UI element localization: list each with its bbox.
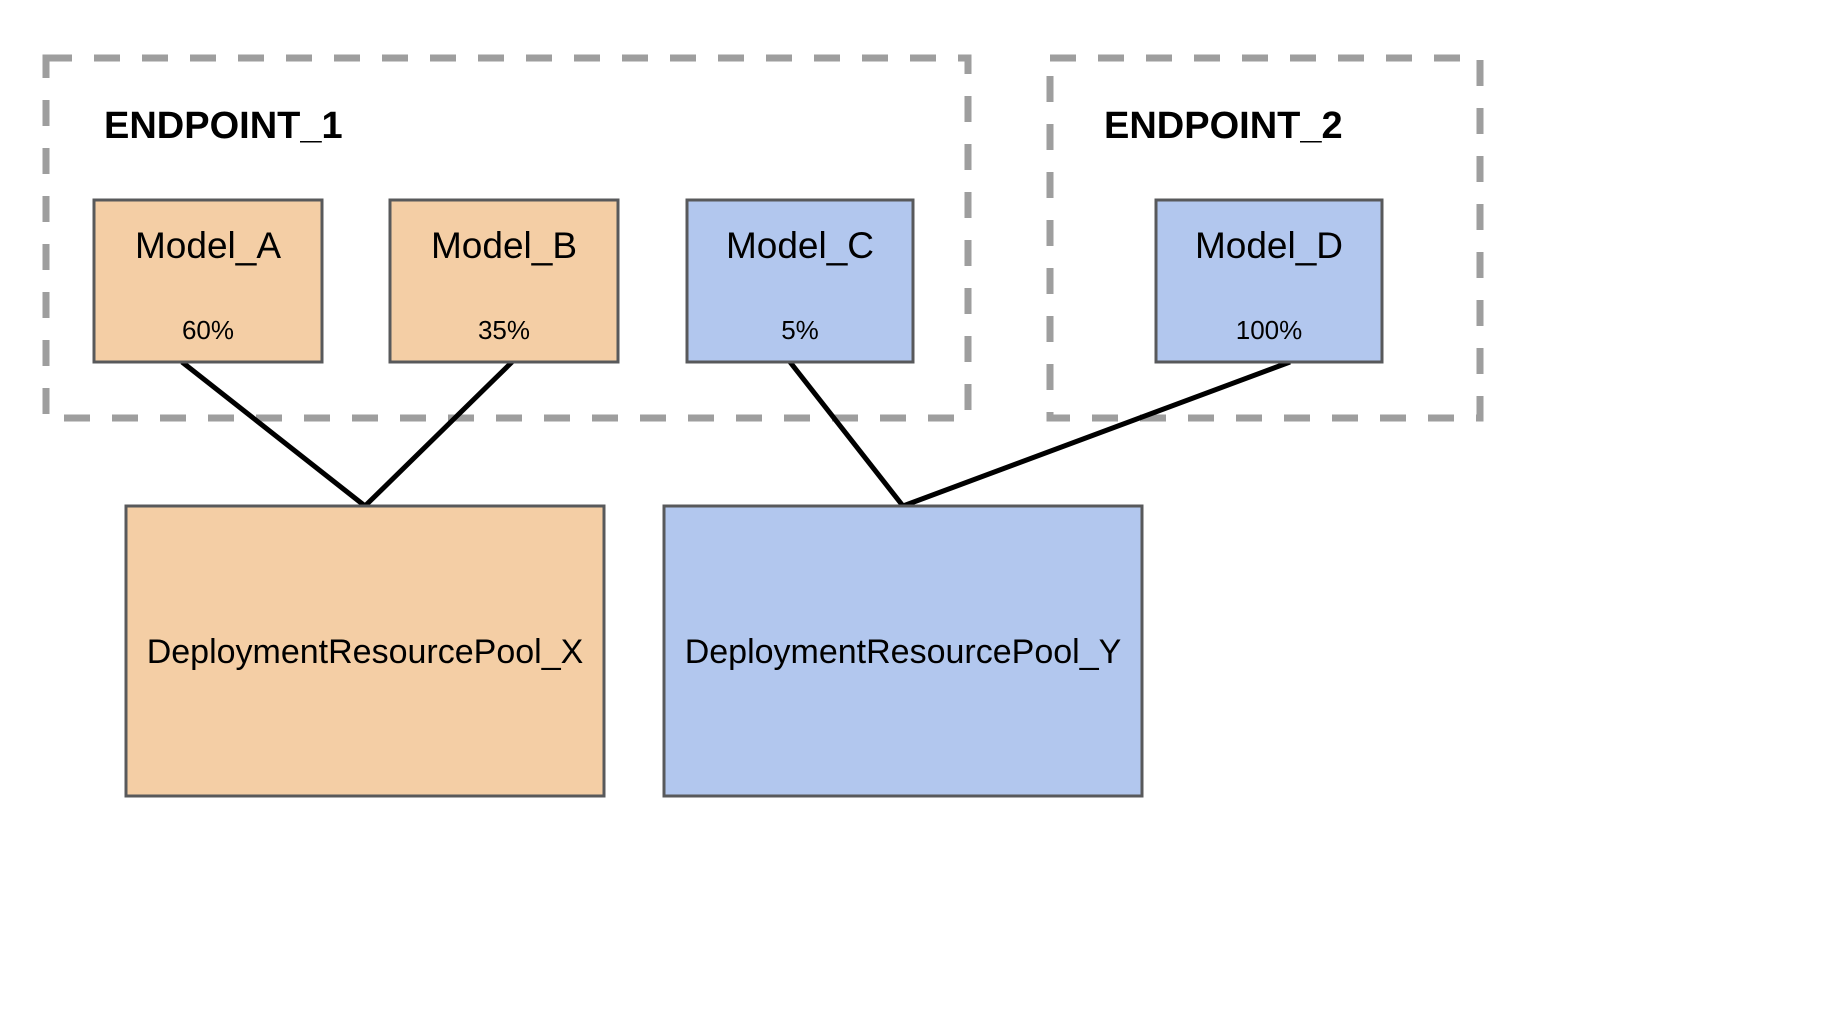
endpoint-2-label: ENDPOINT_2 bbox=[1104, 105, 1343, 147]
edge-model-a-to-pool-x bbox=[180, 360, 367, 508]
model-c-traffic-split: 5% bbox=[781, 315, 819, 345]
model-a-name: Model_A bbox=[135, 225, 281, 266]
endpoint-1-label: ENDPOINT_1 bbox=[104, 105, 343, 147]
model-node-a[interactable]: Model_A 60% bbox=[92, 198, 324, 364]
endpoint-2-frame[interactable] bbox=[1046, 54, 1484, 422]
model-node-c[interactable]: Model_C 5% bbox=[685, 198, 915, 364]
model-a-traffic-split: 60% bbox=[182, 315, 234, 345]
pool-x-label: DeploymentResourcePool_X bbox=[147, 633, 584, 671]
edge-layer bbox=[180, 359, 1291, 509]
group-endpoint-1[interactable]: ENDPOINT_1 bbox=[42, 54, 972, 422]
edge-model-d-to-pool-y bbox=[902, 359, 1291, 509]
model-node-d[interactable]: Model_D 100% bbox=[1154, 198, 1384, 364]
group-endpoint-2[interactable]: ENDPOINT_2 bbox=[1046, 54, 1484, 422]
pool-y-box[interactable] bbox=[662, 504, 1144, 798]
endpoint-1-frame[interactable] bbox=[42, 54, 972, 422]
resource-pool-x[interactable]: DeploymentResourcePool_X bbox=[124, 504, 606, 798]
model-b-name: Model_B bbox=[431, 225, 577, 266]
edge-model-c-to-pool-y bbox=[788, 360, 905, 508]
model-d-box[interactable] bbox=[1154, 198, 1384, 364]
model-a-box[interactable] bbox=[92, 198, 324, 364]
model-d-traffic-split: 100% bbox=[1236, 315, 1303, 345]
pool-x-box[interactable] bbox=[124, 504, 606, 798]
resource-pool-y[interactable]: DeploymentResourcePool_Y bbox=[662, 504, 1144, 798]
model-b-box[interactable] bbox=[388, 198, 620, 364]
model-c-box[interactable] bbox=[685, 198, 915, 364]
model-node-b[interactable]: Model_B 35% bbox=[388, 198, 620, 364]
model-d-name: Model_D bbox=[1195, 225, 1343, 266]
model-b-traffic-split: 35% bbox=[478, 315, 530, 345]
model-c-name: Model_C bbox=[726, 225, 874, 266]
pool-y-label: DeploymentResourcePool_Y bbox=[685, 633, 1122, 671]
edge-model-b-to-pool-x bbox=[363, 360, 514, 508]
